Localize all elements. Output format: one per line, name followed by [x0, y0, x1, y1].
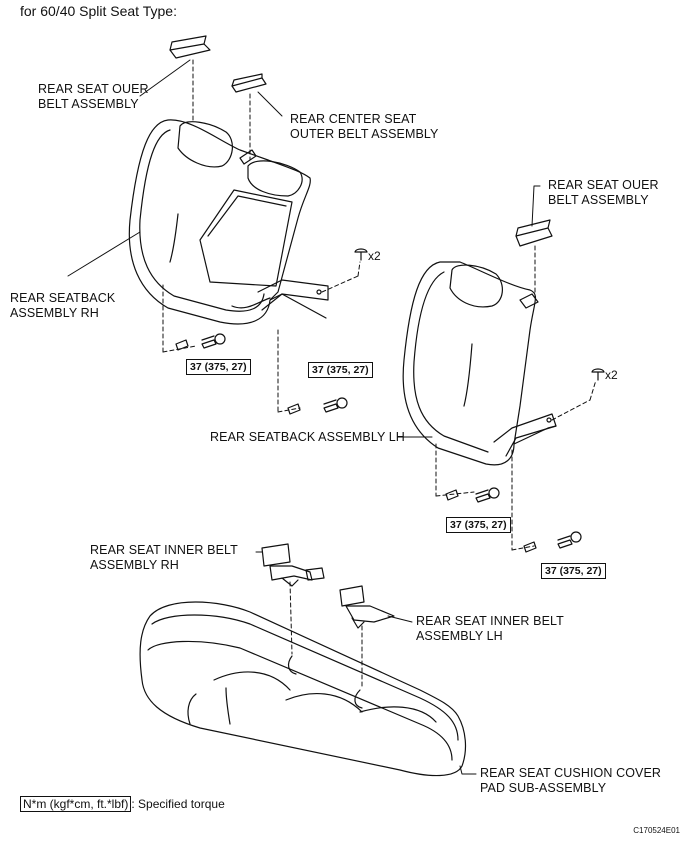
label-rear-seatback-lh: REAR SEATBACK ASSEMBLY LH	[210, 430, 405, 444]
label-rear-seatback-rh: REAR SEATBACK ASSEMBLY RH	[10, 291, 116, 320]
label-rear-seat-inner-belt-rh: REAR SEAT INNER BELT ASSEMBLY RH	[90, 543, 238, 572]
torque-spec-rh-bolt: 37 (375, 27)	[186, 359, 251, 375]
label-rear-seat-ouer-belt-rh: REAR SEAT OUER BELT ASSEMBLY	[38, 82, 149, 111]
quantity-rh-clip: x2	[368, 249, 381, 263]
bolts-drawing	[175, 248, 605, 553]
torque-legend: N*m (kgf*cm, ft.*lbf): Specified torque	[20, 796, 225, 812]
label-rear-seat-ouer-belt-lh: REAR SEAT OUER BELT ASSEMBLY	[548, 178, 659, 207]
seat-cushion-drawing	[139, 601, 467, 777]
legend-description: : Specified torque	[131, 797, 225, 811]
inner-belts-drawing	[261, 543, 395, 629]
belt-covers-drawing	[169, 35, 553, 247]
legend-torque-box: N*m (kgf*cm, ft.*lbf)	[20, 796, 132, 812]
label-rear-seat-cushion: REAR SEAT CUSHION COVER PAD SUB-ASSEMBLY	[480, 766, 662, 795]
figure-code: C170524E01	[633, 826, 680, 835]
torque-spec-lh-lower-bolt: 37 (375, 27)	[541, 563, 606, 579]
label-rear-seat-inner-belt-lh: REAR SEAT INNER BELT ASSEMBLY LH	[416, 614, 564, 643]
torque-spec-center-bolt: 37 (375, 27)	[308, 362, 373, 378]
rear-seatback-rh-drawing	[128, 119, 329, 325]
label-rear-center-seat-outer-belt: REAR CENTER SEAT OUTER BELT ASSEMBLY	[290, 112, 439, 141]
label-leaders	[67, 59, 541, 775]
torque-spec-lh-bolt: 37 (375, 27)	[446, 517, 511, 533]
diagram-title: for 60/40 Split Seat Type:	[20, 3, 177, 19]
quantity-lh-clip: x2	[605, 368, 618, 382]
rear-seatback-lh-drawing	[402, 261, 557, 466]
